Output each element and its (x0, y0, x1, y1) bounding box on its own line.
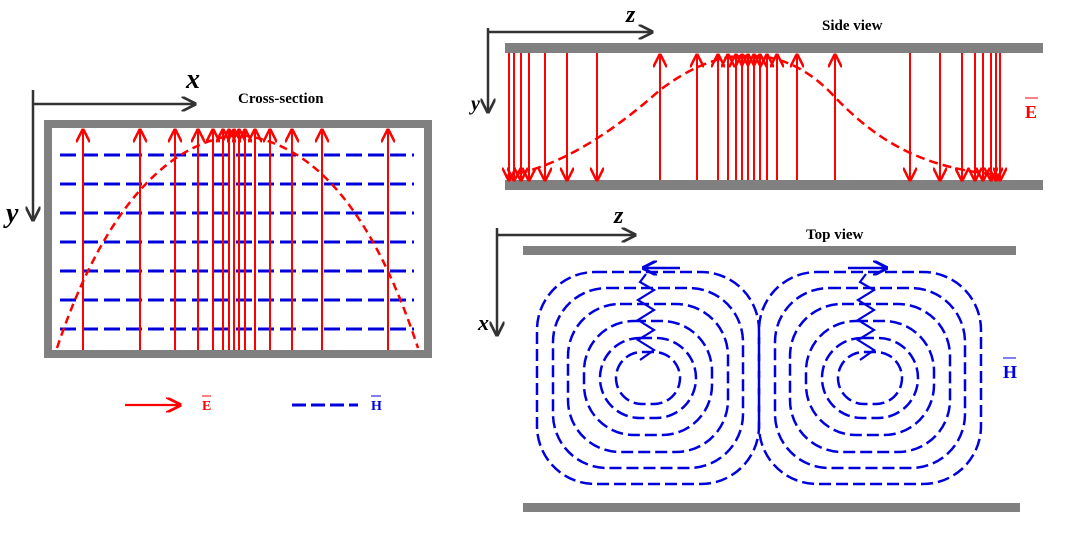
cross-section-panel: Cross-section x y (3, 64, 432, 358)
right-h-loop (820, 336, 920, 420)
legend-e-label: E (202, 399, 211, 414)
cross-section-e-envelope (55, 133, 420, 349)
cross-section-e-field-lines (83, 130, 388, 350)
top-view-panel: Top view z x H (477, 203, 1020, 512)
side-view-title: Side view (822, 18, 883, 34)
left-h-loop (551, 286, 745, 470)
left-h-loop (566, 302, 730, 454)
left-h-loop (614, 350, 682, 406)
side-view-top-wall (505, 43, 1043, 53)
right-loop-zigzag (855, 273, 877, 361)
cross-section-x-label: x (185, 64, 200, 95)
side-view-z-label: z (625, 2, 636, 28)
top-view-h-label: H (1003, 362, 1017, 382)
left-h-loop (598, 336, 698, 420)
waveguide-cross-section-wall (44, 120, 432, 358)
legend: E H (125, 395, 382, 414)
left-loop-zigzag (635, 273, 657, 361)
side-view-e-field-lines (509, 53, 1000, 180)
right-h-loop (836, 350, 904, 406)
side-view-y-label: y (469, 93, 480, 115)
right-h-loop (757, 270, 983, 486)
top-view-z-label: z (613, 203, 624, 229)
right-h-loop (804, 319, 936, 437)
right-h-loop (773, 286, 967, 470)
top-view-x-label: x (477, 310, 489, 335)
left-h-loop (582, 319, 714, 437)
cross-section-y-label: y (3, 198, 19, 229)
legend-h-label: H (371, 399, 382, 414)
cross-section-title: Cross-section (238, 91, 324, 107)
side-view-panel: Side view z y E (469, 2, 1043, 190)
top-view-lower-wall (523, 503, 1020, 512)
top-view-title: Top view (806, 227, 864, 243)
cross-section-h-field-lines (60, 153, 414, 331)
top-view-h-field-loops (535, 270, 983, 486)
side-view-bottom-wall (505, 180, 1043, 190)
top-view-upper-wall (523, 246, 1016, 255)
side-view-e-envelope (504, 54, 1001, 178)
right-h-loop (788, 302, 952, 454)
side-view-e-label: E (1025, 102, 1037, 122)
